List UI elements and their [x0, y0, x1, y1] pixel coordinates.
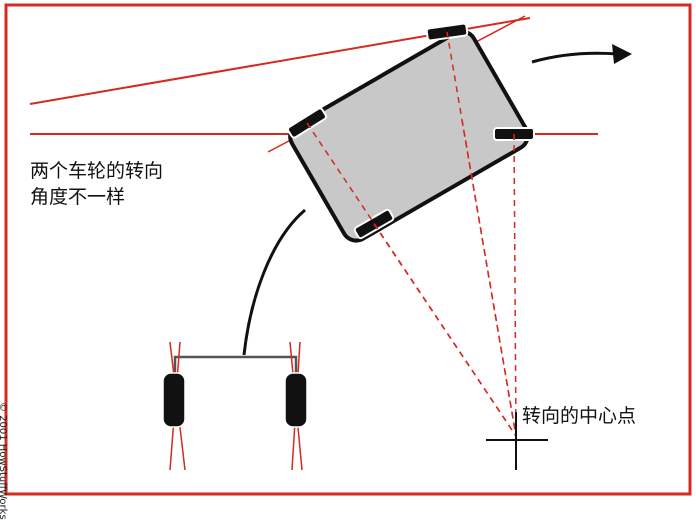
radius-line-rear-right — [513, 133, 517, 437]
steering-diagram — [4, 3, 692, 496]
frame-border — [4, 3, 692, 496]
turning-path-exit — [531, 51, 619, 64]
radius-line-rear-left — [373, 223, 517, 437]
radius-line-front-right — [446, 31, 517, 437]
angle-note-line1: 两个车轮的转向 — [30, 160, 164, 182]
right-wheel — [284, 372, 308, 428]
copyright-text: © 2001 HowStuffWorks — [0, 402, 8, 520]
angle-note-line2: 角度不一样 — [30, 186, 126, 208]
car-body — [288, 29, 530, 243]
turning-center-label: 转向的中心点 — [522, 405, 637, 427]
axle-bracket — [173, 355, 298, 402]
left-wheel — [162, 372, 186, 428]
radius-line-center — [461, 119, 517, 437]
radius-lines — [306, 31, 517, 437]
turning-path — [242, 208, 306, 356]
car-body-group — [288, 29, 530, 243]
axle-assembly — [162, 341, 308, 471]
angle-note: 两个车轮的转向 角度不一样 — [30, 158, 163, 210]
path-arrow-icon — [612, 44, 632, 64]
turning-center-crosshair — [486, 412, 548, 470]
